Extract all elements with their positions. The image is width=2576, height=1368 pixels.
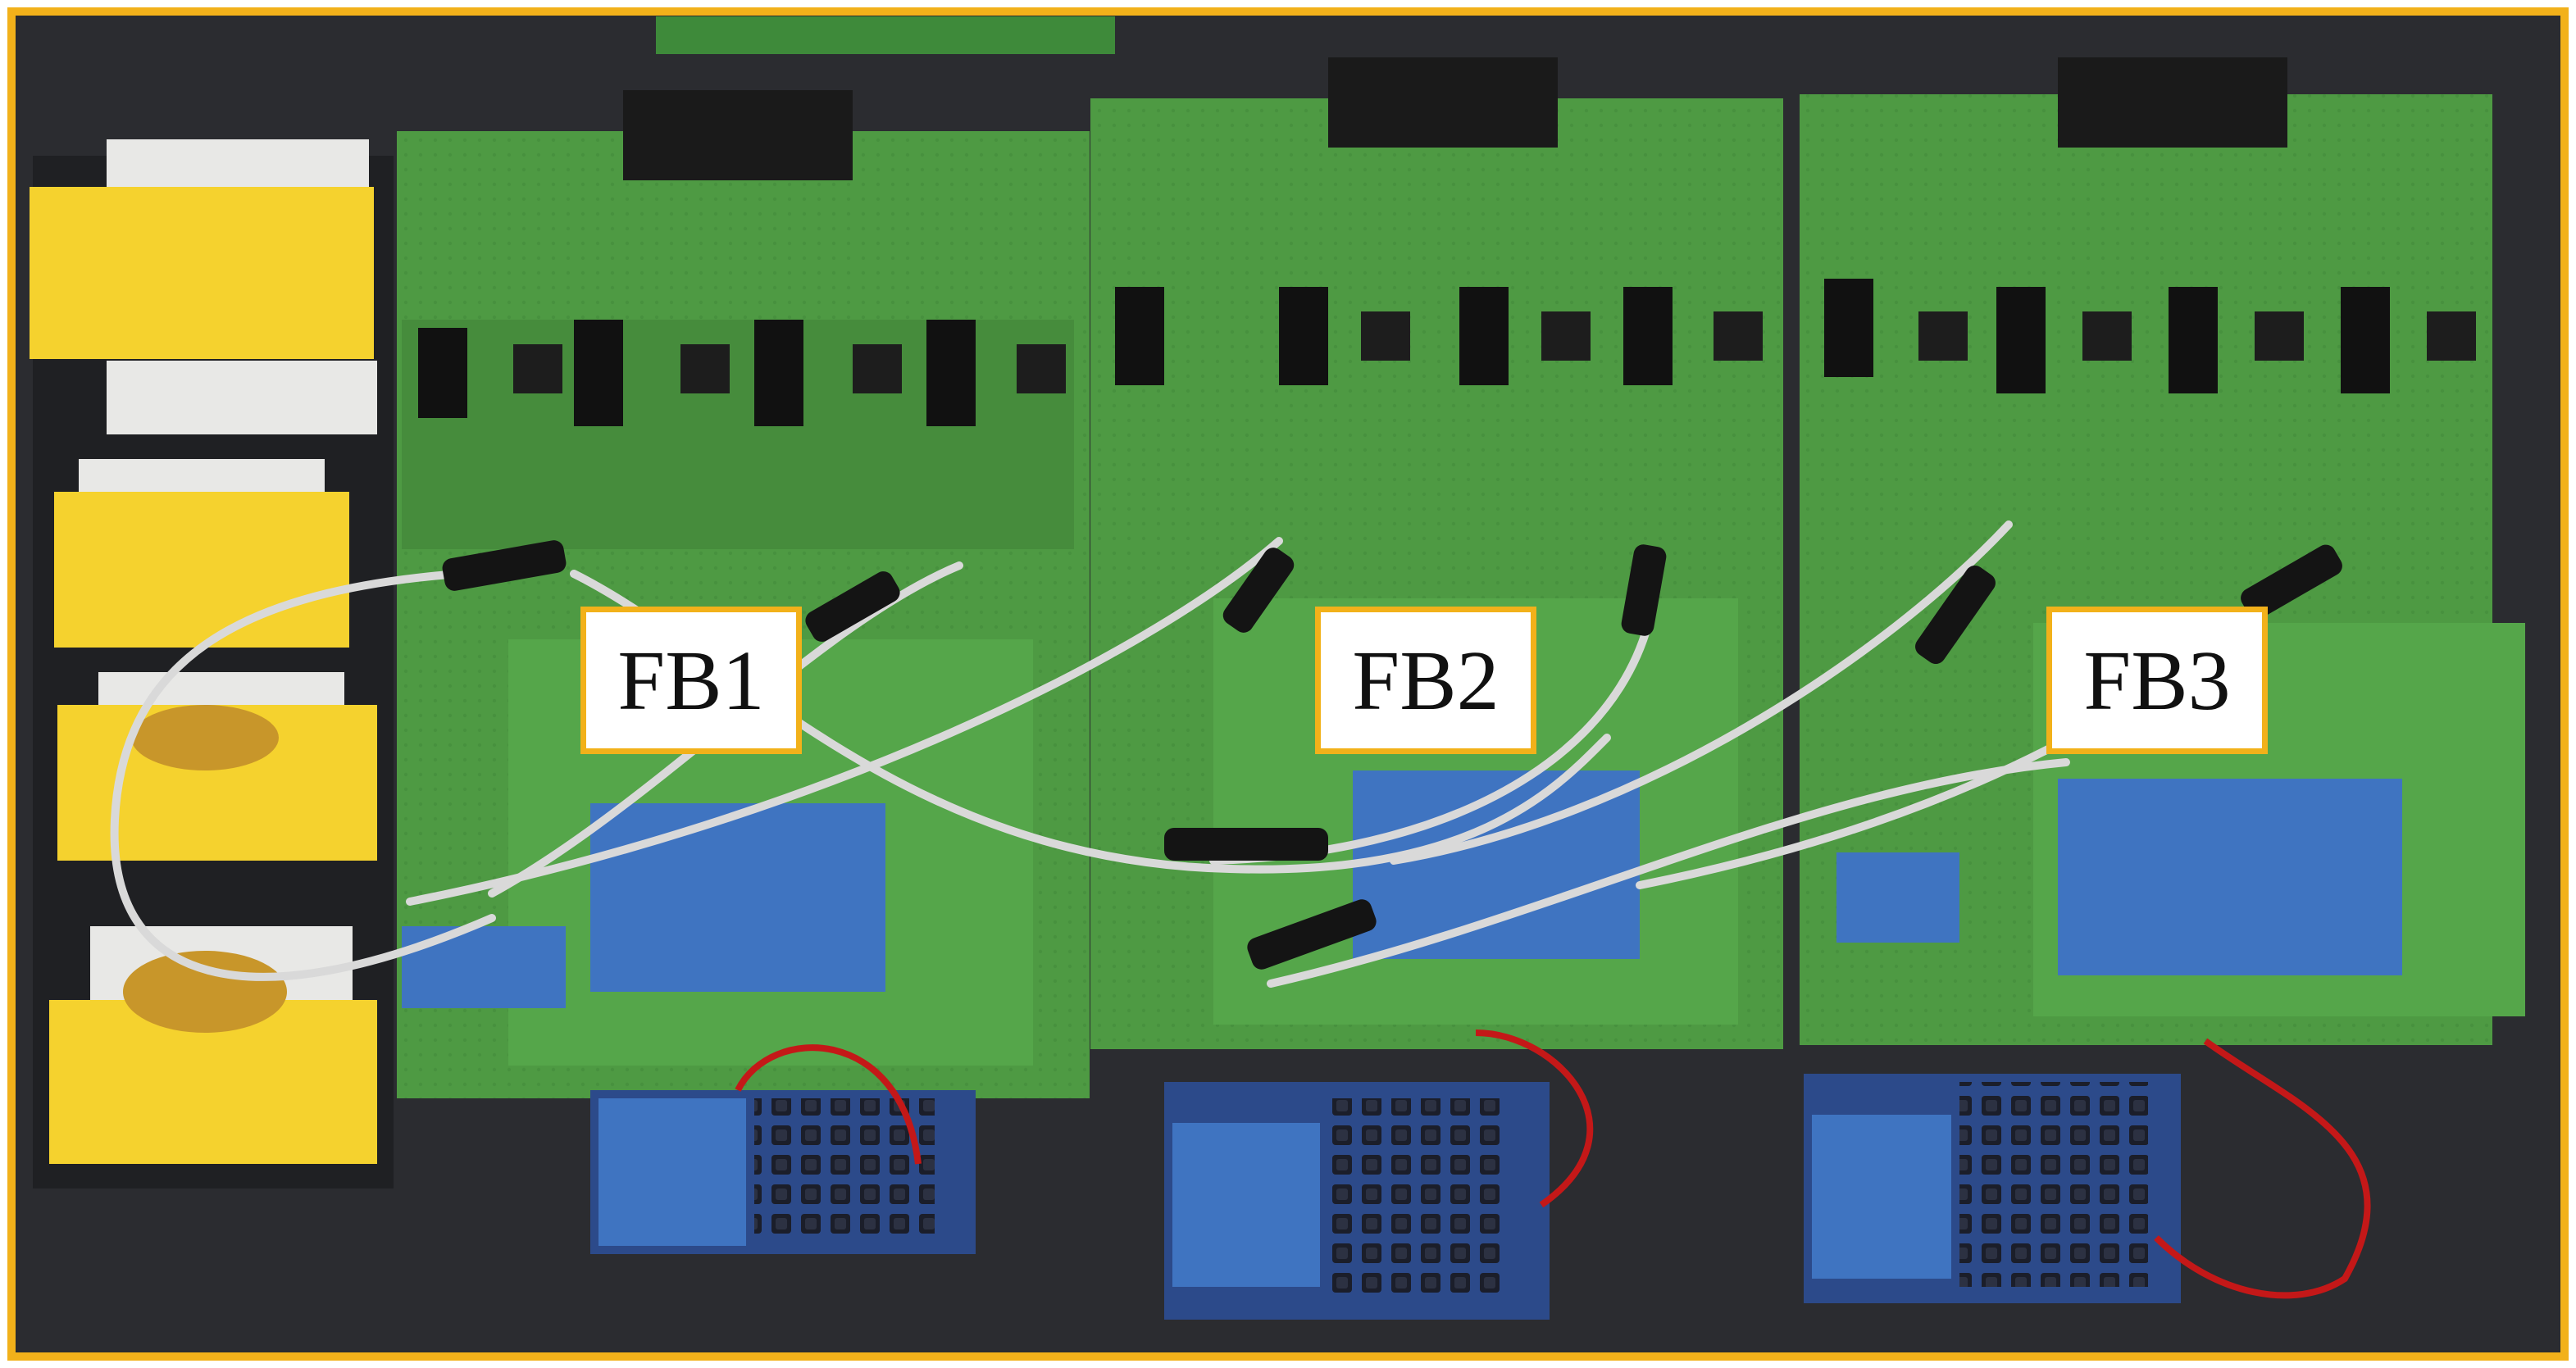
red-black-wires: [735, 1029, 2371, 1299]
pcb-board-fb2: [1090, 57, 1783, 1049]
fb3-label: FB3: [2046, 607, 2268, 754]
heat-shrink: [442, 540, 2342, 970]
pcb-board-fb3: [1800, 57, 2525, 1045]
fb1-label: FB1: [580, 607, 802, 754]
sensor-board-2: [1164, 1082, 1550, 1320]
sensor-board-3: [1804, 1074, 2181, 1303]
ribbon-board: [656, 16, 1115, 54]
fb2-label: FB2: [1315, 607, 1536, 754]
sensor-board-1: [590, 1090, 976, 1254]
transformer-stack: [30, 139, 394, 1188]
pcb-board-fb1: [397, 90, 1090, 1098]
